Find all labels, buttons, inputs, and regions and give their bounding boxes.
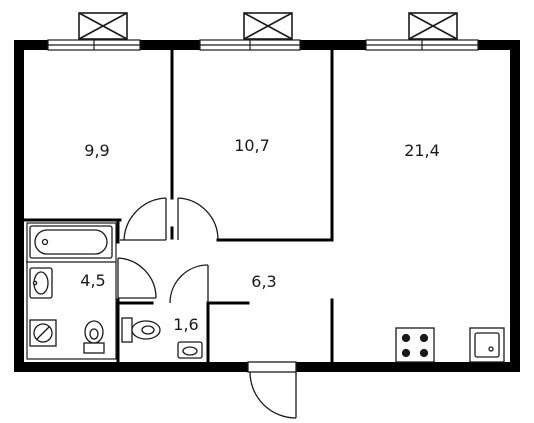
area-label-bathroom: 4,5	[80, 271, 105, 290]
window-marker-center	[243, 12, 293, 40]
door-entrance	[247, 361, 297, 419]
door-bedroom-1	[120, 197, 167, 241]
bathtub-icon	[29, 225, 113, 259]
room-labels: 9,9 10,7 21,4 4,5 6,3 1,6	[80, 136, 440, 334]
door-toilet	[169, 264, 209, 304]
fixtures	[29, 225, 505, 363]
toilet-icon	[83, 320, 105, 354]
area-label-hallway: 6,3	[251, 272, 276, 291]
washing-machine-icon	[29, 319, 57, 347]
stove-icon	[395, 327, 435, 363]
sink-icon	[29, 267, 53, 299]
sink-icon-wc	[177, 341, 203, 359]
window-markers	[78, 12, 458, 40]
window-marker-right	[408, 12, 458, 40]
area-label-bedroom: 9,9	[84, 141, 109, 160]
exterior-walls	[14, 40, 520, 372]
area-label-toilet: 1,6	[173, 315, 198, 334]
doors	[117, 197, 297, 419]
area-label-bedroom-2: 10,7	[234, 136, 270, 155]
windows	[47, 39, 479, 51]
door-bathroom	[117, 257, 157, 300]
door-bedroom-2	[177, 197, 219, 241]
area-label-living-kitchen: 21,4	[404, 141, 440, 160]
window-marker-left	[78, 12, 128, 40]
bathroom-inner-lines	[26, 222, 117, 360]
interior-walls	[22, 48, 334, 364]
toilet-icon-wc	[121, 317, 161, 343]
kitchen-sink-icon	[469, 327, 505, 363]
